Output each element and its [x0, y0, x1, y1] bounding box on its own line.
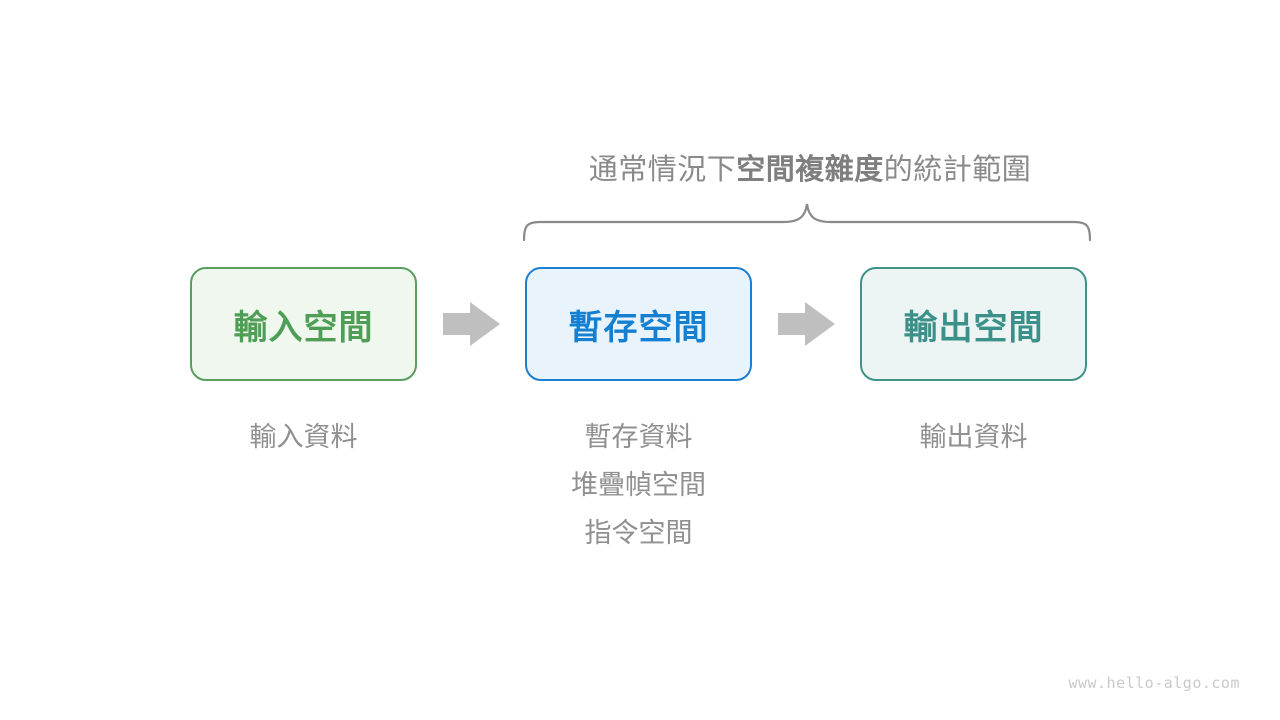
- temp-space-box: 暫存空間: [525, 267, 752, 381]
- scope-title-prefix: 通常情況下: [588, 154, 737, 186]
- annotation-input-data: 輸入資料: [249, 422, 358, 452]
- brace-icon: [523, 203, 1091, 241]
- output-space-label: 輸出空間: [903, 308, 1044, 347]
- input-space-box: 輸入空間: [190, 267, 417, 381]
- input-annotations: 輸入資料: [190, 413, 417, 461]
- annotation-instruction-space: 指令空間: [584, 518, 693, 548]
- input-space-label: 輸入空間: [233, 308, 374, 347]
- arrow-right-icon: [778, 302, 835, 346]
- annotation-stack-frame-space: 堆疊幀空間: [571, 470, 706, 500]
- scope-title: 通常情況下空間複雜度的統計範圍: [410, 146, 1210, 188]
- watermark: www.hello-algo.com: [1068, 674, 1240, 692]
- output-annotations: 輸出資料: [860, 413, 1087, 461]
- annotation-output-data: 輸出資料: [919, 422, 1028, 452]
- scope-title-suffix: 的統計範圍: [883, 154, 1032, 186]
- annotation-temp-data: 暫存資料: [584, 422, 693, 452]
- temp-annotations: 暫存資料 堆疊幀空間 指令空間: [525, 413, 752, 557]
- scope-title-bold: 空間複雜度: [736, 154, 884, 186]
- output-space-box: 輸出空間: [860, 267, 1087, 381]
- temp-space-label: 暫存空間: [568, 308, 709, 347]
- arrow-right-icon: [443, 302, 500, 346]
